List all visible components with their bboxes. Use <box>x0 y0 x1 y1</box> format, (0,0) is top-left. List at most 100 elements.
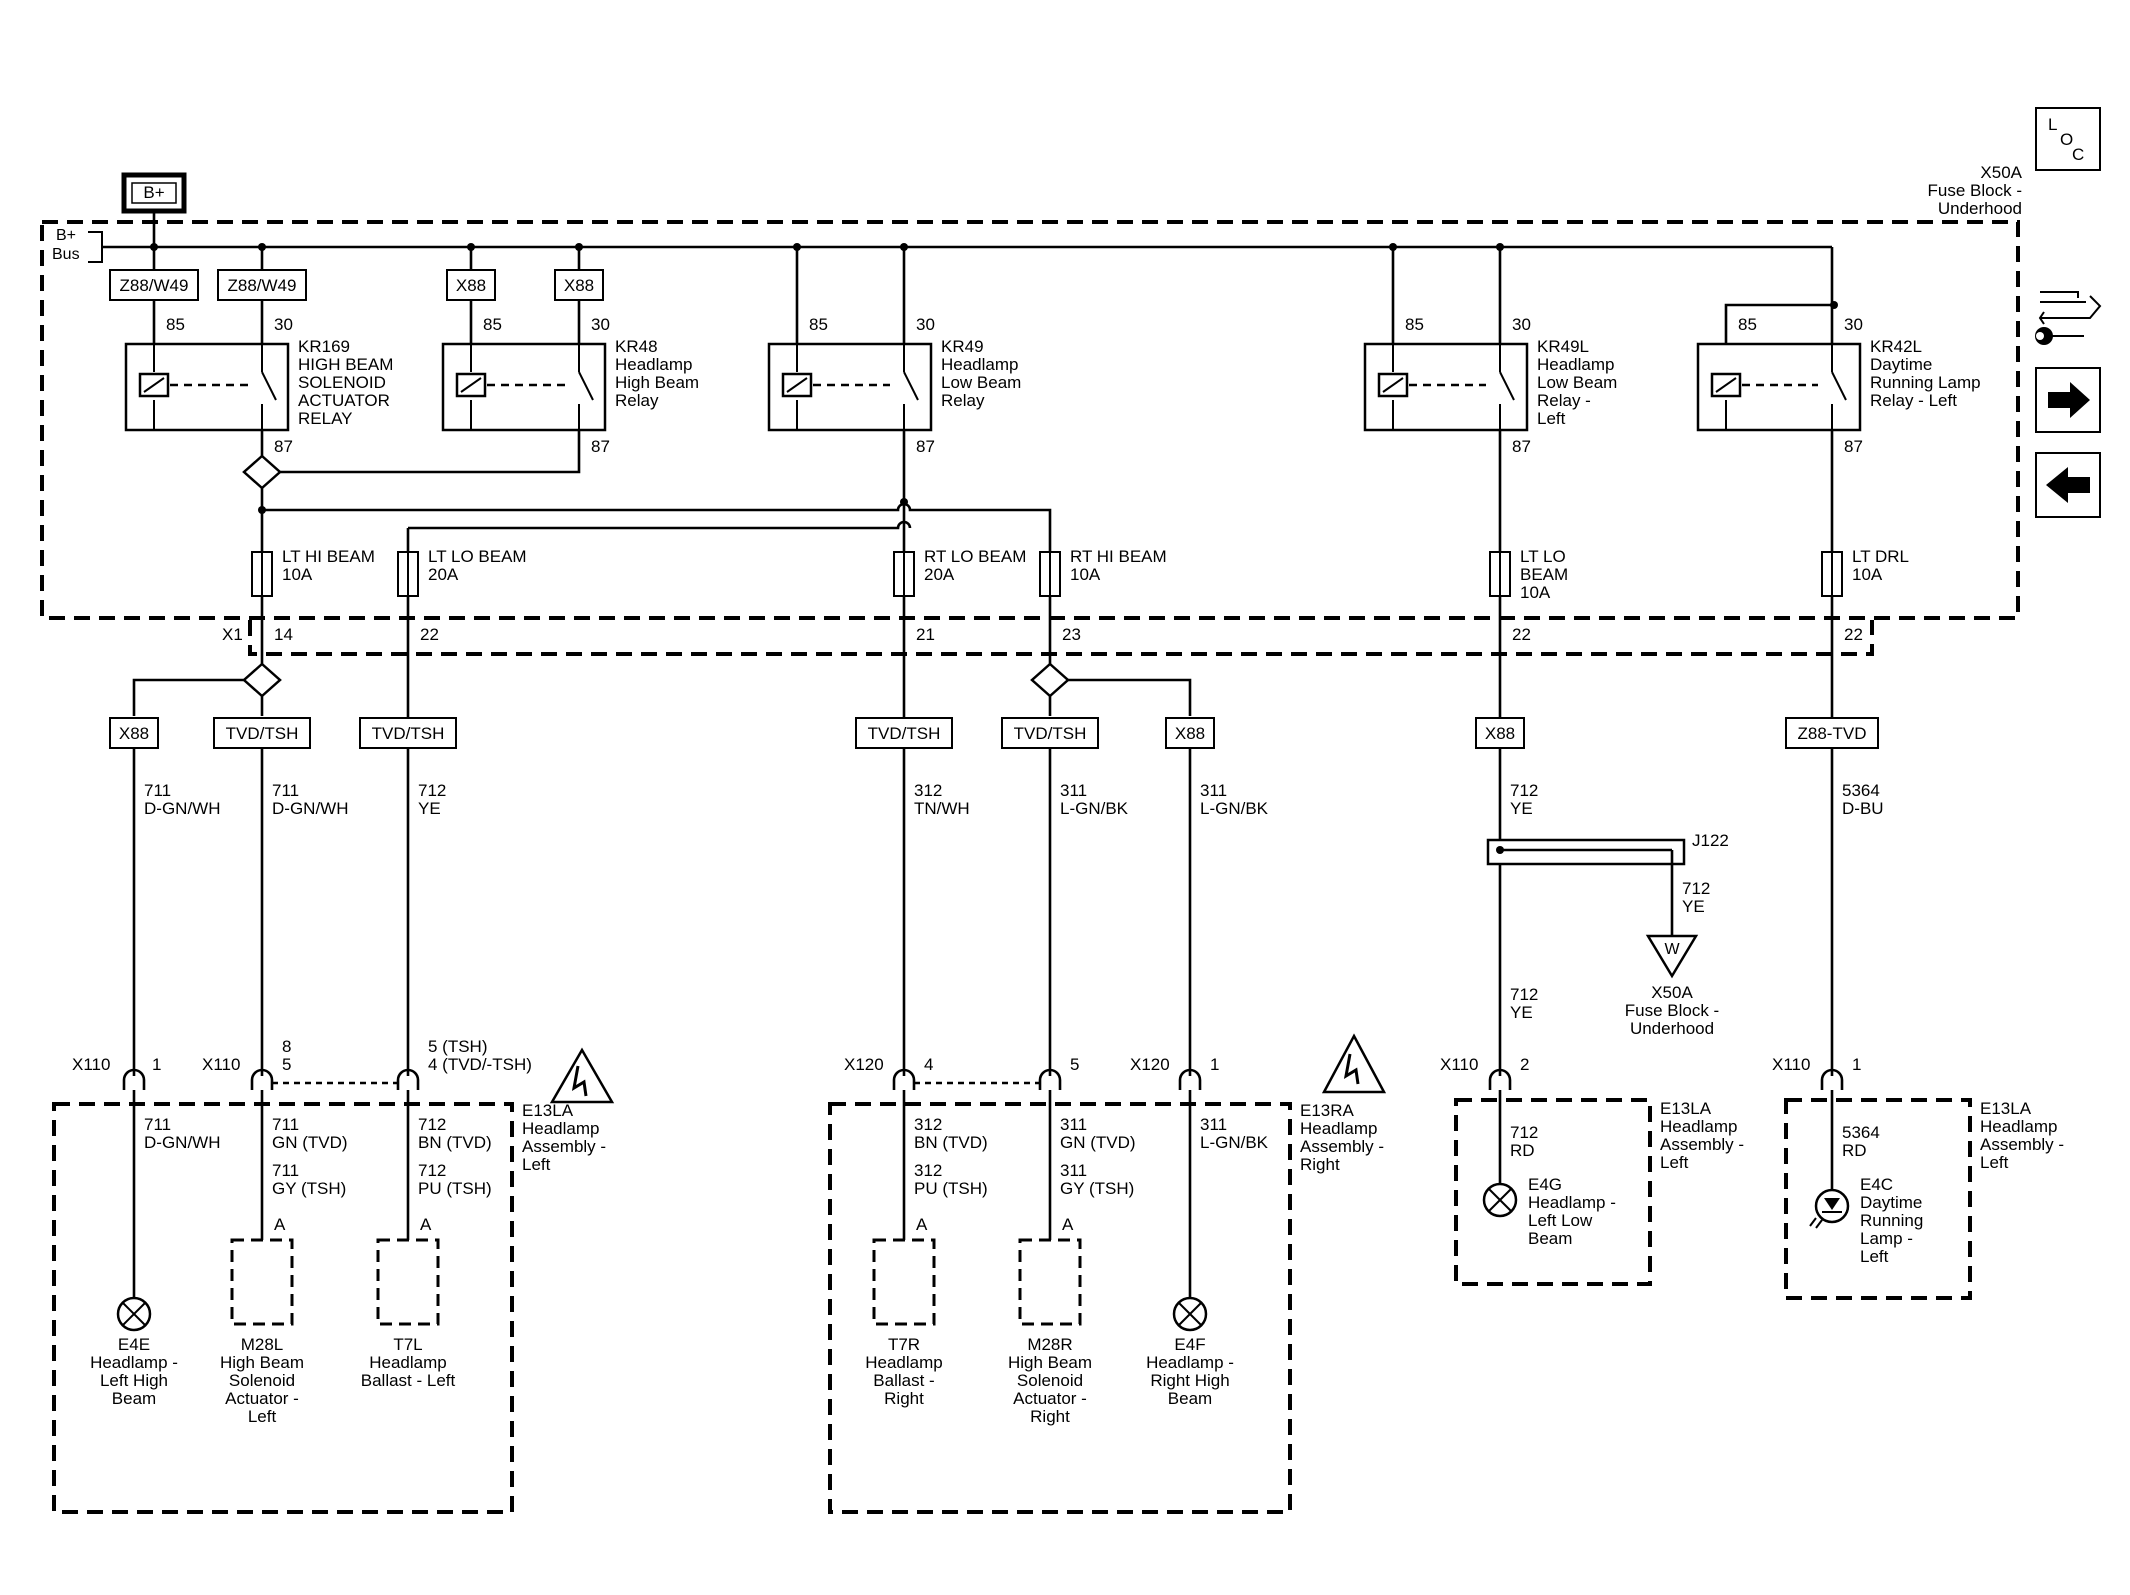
svg-text:Fuse Block -: Fuse Block - <box>1928 181 2022 200</box>
lamp-e4e-icon <box>116 1296 152 1332</box>
svg-text:Headlamp: Headlamp <box>1300 1119 1378 1138</box>
previous-page-button[interactable] <box>2035 452 2101 518</box>
connector-x120: X120 4 5 X120 1 <box>844 1055 1219 1090</box>
svg-text:Relay: Relay <box>941 391 985 410</box>
svg-text:B+: B+ <box>143 183 164 202</box>
svg-text:712: 712 <box>1510 781 1538 800</box>
svg-text:E4E: E4E <box>118 1335 150 1354</box>
svg-text:711: 711 <box>144 1115 171 1134</box>
svg-text:RELAY: RELAY <box>298 409 353 428</box>
svg-text:85: 85 <box>1405 315 1424 334</box>
svg-text:A: A <box>274 1215 286 1234</box>
solenoid-m28r-icon <box>1018 1238 1082 1326</box>
svg-text:YE: YE <box>1510 799 1533 818</box>
svg-text:22: 22 <box>420 625 439 644</box>
solenoid-m28l-icon <box>230 1238 294 1326</box>
svg-text:Headlamp -: Headlamp - <box>1146 1353 1234 1372</box>
ballast-t7l-icon <box>376 1238 440 1326</box>
svg-text:311: 311 <box>1200 1115 1227 1134</box>
svg-text:Running: Running <box>1860 1211 1923 1230</box>
option-box-x88-30: X88 <box>554 247 604 344</box>
svg-text:Low Beam: Low Beam <box>941 373 1021 392</box>
svg-text:10A: 10A <box>1520 583 1551 602</box>
svg-text:Left: Left <box>1980 1153 2009 1172</box>
splice-j122: J122 712 YE W X50A Fuse Block - Underhoo… <box>1486 831 1729 1038</box>
svg-text:High Beam: High Beam <box>615 373 699 392</box>
svg-text:85: 85 <box>1738 315 1757 334</box>
svg-text:RT LO BEAM: RT LO BEAM <box>924 547 1026 566</box>
svg-text:85: 85 <box>809 315 828 334</box>
svg-text:X88: X88 <box>1485 724 1515 743</box>
svg-text:GY (TSH): GY (TSH) <box>272 1179 346 1198</box>
svg-text:22: 22 <box>1512 625 1531 644</box>
svg-text:Left Low: Left Low <box>1528 1211 1593 1230</box>
svg-text:Assembly -: Assembly - <box>1980 1135 2064 1154</box>
svg-text:Left: Left <box>1860 1247 1889 1266</box>
svg-text:GY (TSH): GY (TSH) <box>1060 1179 1134 1198</box>
svg-text:YE: YE <box>418 799 441 818</box>
svg-text:LT LO BEAM: LT LO BEAM <box>428 547 527 566</box>
svg-text:20A: 20A <box>924 565 955 584</box>
relay-kr169-label: KR169 HIGH BEAM SOLENOID ACTUATOR RELAY <box>298 337 393 428</box>
fuse-lt-lo-beam-right: LT LO BEAM 10A <box>1489 547 1568 602</box>
svg-text:Headlamp: Headlamp <box>1660 1117 1738 1136</box>
low-beam-routing <box>258 430 1052 552</box>
svg-text:T7R: T7R <box>888 1335 920 1354</box>
connector-views-icon[interactable] <box>2038 291 2102 325</box>
svg-text:GN (TVD): GN (TVD) <box>272 1133 348 1152</box>
option-box-z88-w49-30: Z88/W49 <box>217 247 307 344</box>
svg-text:311: 311 <box>1060 1161 1087 1180</box>
svg-text:Left High: Left High <box>100 1371 168 1390</box>
svg-text:Beam: Beam <box>112 1389 156 1408</box>
splice-left-hi <box>132 662 282 716</box>
loc-letter-c: C <box>2072 145 2084 164</box>
svg-text:E4F: E4F <box>1174 1335 1205 1354</box>
svg-text:5: 5 <box>1070 1055 1079 1074</box>
x1-pin-labels: X1 14 22 21 23 22 22 <box>222 625 1863 644</box>
relay-kr48: 85 30 87 KR48 Headlamp High Beam Relay <box>441 315 699 456</box>
svg-text:E13LA: E13LA <box>1980 1099 2032 1118</box>
svg-text:ACTUATOR: ACTUATOR <box>298 391 390 410</box>
lamp-e4f-icon <box>1172 1296 1208 1332</box>
svg-text:A: A <box>420 1215 432 1234</box>
svg-text:10A: 10A <box>282 565 313 584</box>
fuse-lt-drl: LT DRL 10A <box>1821 547 1909 597</box>
svg-text:PU (TSH): PU (TSH) <box>418 1179 492 1198</box>
next-page-button[interactable] <box>2035 367 2101 433</box>
svg-text:L-GN/BK: L-GN/BK <box>1200 1133 1269 1152</box>
svg-text:TVD/TSH: TVD/TSH <box>868 724 941 743</box>
splice-right-hi <box>1030 662 1192 716</box>
svg-text:X120: X120 <box>1130 1055 1170 1074</box>
svg-text:712: 712 <box>1510 985 1538 1004</box>
svg-text:Ballast -: Ballast - <box>873 1371 934 1390</box>
svg-text:A: A <box>916 1215 928 1234</box>
wrench-icon[interactable] <box>2035 327 2084 345</box>
svg-text:311: 311 <box>1060 1115 1087 1134</box>
svg-text:D-GN/WH: D-GN/WH <box>144 1133 220 1152</box>
svg-text:KR49: KR49 <box>941 337 984 356</box>
svg-text:Beam: Beam <box>1168 1389 1212 1408</box>
svg-text:BN (TVD): BN (TVD) <box>914 1133 988 1152</box>
svg-text:30: 30 <box>591 315 610 334</box>
relay-kr49l-label: KR49L Headlamp Low Beam Relay - Left <box>1537 337 1617 428</box>
fuse-block-title: X50A Fuse Block - Underhood <box>1928 163 2023 218</box>
loc-icon[interactable]: L O C <box>2035 107 2101 171</box>
svg-text:Right: Right <box>884 1389 924 1408</box>
svg-text:Headlamp: Headlamp <box>369 1353 447 1372</box>
svg-text:D-GN/WH: D-GN/WH <box>144 799 220 818</box>
svg-text:8: 8 <box>282 1037 291 1056</box>
svg-text:YE: YE <box>1682 897 1705 916</box>
svg-text:Left: Left <box>1537 409 1566 428</box>
svg-text:E4G: E4G <box>1528 1175 1562 1194</box>
bus-junctions <box>150 243 1838 309</box>
svg-text:X88: X88 <box>564 276 594 295</box>
svg-text:X50A: X50A <box>1980 163 2022 182</box>
esd-warning-icon-left <box>549 1047 615 1104</box>
svg-text:712: 712 <box>418 1115 446 1134</box>
svg-text:4 (TVD/-TSH): 4 (TVD/-TSH) <box>428 1055 532 1074</box>
svg-text:14: 14 <box>274 625 293 644</box>
svg-text:87: 87 <box>274 437 293 456</box>
svg-text:Headlamp: Headlamp <box>1537 355 1615 374</box>
svg-text:Left: Left <box>522 1155 551 1174</box>
